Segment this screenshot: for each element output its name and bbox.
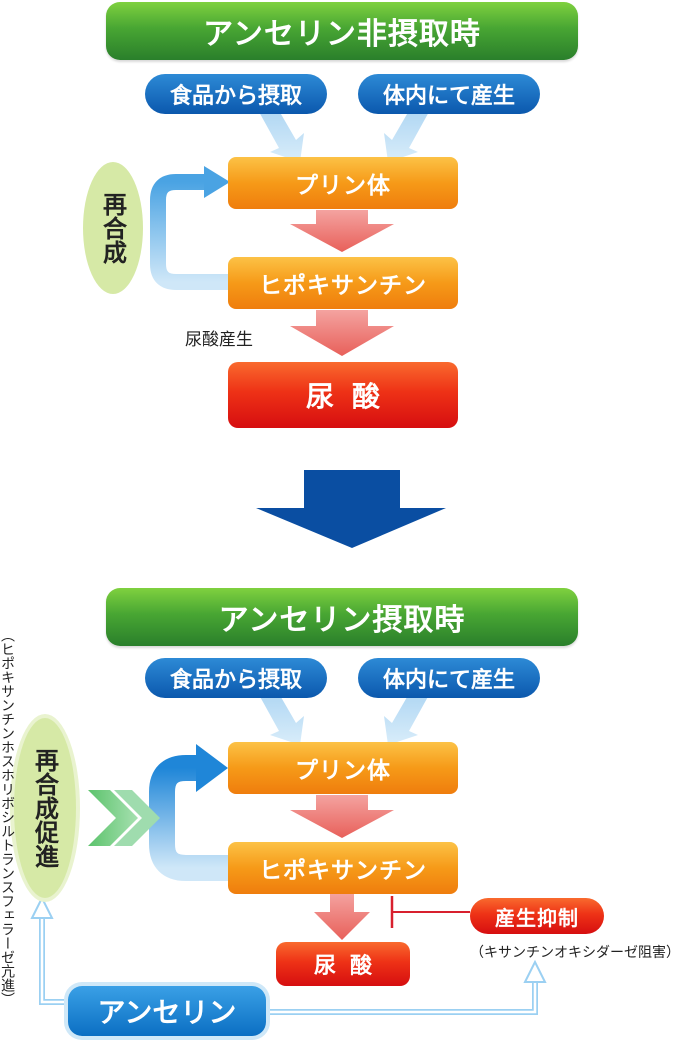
arrow-body-to-purine-bottom (384, 685, 430, 745)
box-anserine: アンセリン (68, 986, 266, 1036)
label-xanthine-oxidase-inhibition: （キサンチンオキシダーゼ阻害） (470, 945, 680, 961)
box-hypoxanthine-top: ヒポキサンチン (228, 257, 458, 309)
box-uric-acid-bottom: 尿酸 (276, 942, 410, 986)
box-purine-bottom: プリン体 (228, 742, 458, 794)
arrow-hypo-to-uric-top (290, 310, 394, 356)
anserine-to-oval-line-inner (40, 918, 72, 1004)
title-with-anserine: アンセリン摂取時 (106, 588, 578, 646)
anserine-to-suppression-arrowhead (523, 959, 547, 983)
anserine-to-oval-arrowhead (30, 895, 54, 919)
resynthesis-loop-top (150, 174, 228, 290)
resynthesis-loop-head-top (204, 166, 230, 198)
arrow-body-to-purine-top (384, 102, 430, 162)
anserine-to-suppression-line (266, 982, 538, 1015)
box-hypoxanthine-bottom: ヒポキサンチン (228, 842, 458, 894)
anserine-to-suppression-line-inner (266, 982, 537, 1014)
pill-food-intake-top: 食品から摂取 (145, 74, 327, 114)
promotion-chevron-2 (114, 790, 160, 846)
big-down-arrow (256, 470, 446, 548)
arrow-hypo-to-uric-bottom (314, 893, 370, 940)
badge-production-suppression: 産生抑制 (470, 898, 604, 934)
pill-body-production-bottom: 体内にて産生 (358, 658, 540, 698)
promotion-chevron-1 (88, 790, 138, 846)
label-uric-acid-production: 尿酸産生 (185, 330, 253, 350)
oval-resynthesis-promotion: 再合成促進 (14, 718, 76, 898)
label-enzyme-promotion-note: （ヒポキサンチンホスホリボシルトランスフェラーゼ亢進） (0, 628, 15, 1006)
arrow-purine-to-hypo-bottom (290, 795, 394, 838)
anserine-to-oval-line (39, 918, 72, 1005)
title-without-anserine: アンセリン非摂取時 (106, 2, 578, 60)
resynthesis-loop-bottom (149, 755, 228, 881)
pill-body-production-top: 体内にて産生 (358, 74, 540, 114)
pill-food-intake-bottom: 食品から摂取 (145, 658, 327, 698)
box-purine-top: プリン体 (228, 157, 458, 209)
oval-resynthesis-top: 再合成 (83, 162, 143, 294)
box-uric-acid-top: 尿酸 (228, 362, 458, 428)
arrow-food-to-purine-top (258, 102, 304, 162)
arrow-food-to-purine-bottom (258, 685, 304, 745)
arrow-purine-to-hypo-top (290, 210, 394, 252)
resynthesis-loop-head-bottom (196, 744, 228, 792)
